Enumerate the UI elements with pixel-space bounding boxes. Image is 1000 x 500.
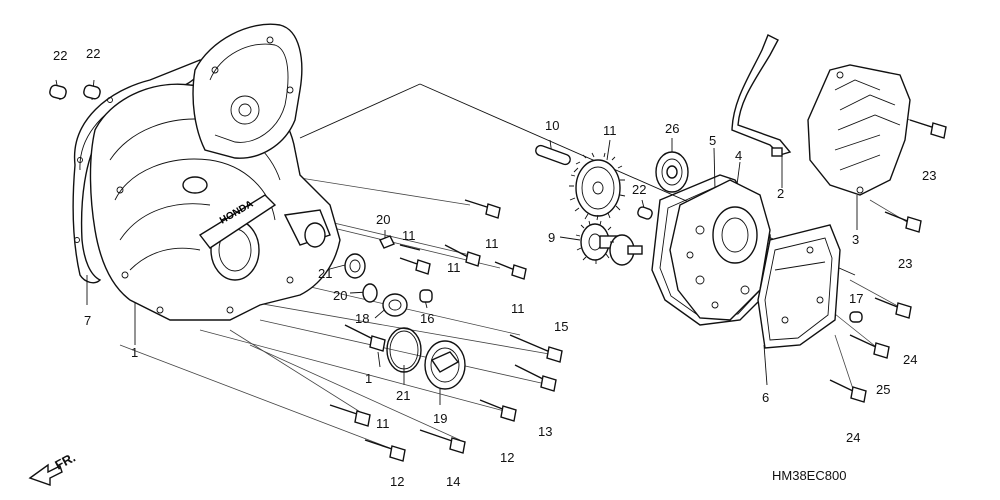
- callout-26: 26: [665, 121, 679, 136]
- callout-6: 6: [762, 390, 769, 405]
- bolts: [329, 119, 947, 462]
- callout-2: 2: [777, 186, 784, 201]
- callout-11: 11: [447, 260, 461, 275]
- clip-2: [731, 34, 792, 157]
- callout-12: 13: [538, 424, 552, 439]
- dowel-pins-22-left: [49, 84, 101, 100]
- callout-19: 21: [318, 266, 332, 281]
- callout-7: 7: [84, 313, 91, 328]
- callout-25: 25: [876, 382, 890, 397]
- gear-10: [569, 152, 626, 221]
- callout-11: 11: [376, 416, 390, 431]
- dowel-15: [849, 311, 863, 323]
- callout-8: 9: [548, 230, 555, 245]
- callout-11: 11: [511, 301, 525, 316]
- callout-22: 22: [86, 46, 100, 61]
- callout-12: 14: [446, 474, 460, 489]
- diagram-code: HM38EC800: [772, 468, 846, 483]
- callout-1: 1: [131, 345, 138, 360]
- cover-6: [757, 224, 841, 349]
- callout-20: 20: [333, 288, 347, 303]
- dowel-22-center: [637, 206, 653, 220]
- callout-10: 11: [603, 123, 617, 138]
- seals-and-washers: [344, 144, 571, 390]
- callout-24: 24: [903, 352, 917, 367]
- inner-cover-frame: [192, 23, 303, 159]
- callout-21: 21: [396, 388, 410, 403]
- callout-15: 17: [849, 291, 863, 306]
- callout-18: 20: [376, 212, 390, 227]
- callout-22: 22: [632, 182, 646, 197]
- callout-22: 22: [53, 48, 67, 63]
- housing-4: [669, 179, 771, 321]
- front-marker: FR.: [28, 450, 78, 486]
- callout-9: 10: [545, 118, 559, 133]
- callout-11: 11: [485, 236, 499, 251]
- callouts: 22 22 7 1 10 11 26 5 4 2 3 22 9 23 23 17…: [53, 46, 936, 489]
- callout-1b: 1: [365, 371, 372, 386]
- gear-8: [575, 220, 643, 266]
- callout-14: 16: [420, 311, 434, 326]
- callout-24: 24: [846, 430, 860, 445]
- callout-13: 15: [554, 319, 568, 334]
- callout-5: 5: [709, 133, 716, 148]
- callout-4: 4: [735, 148, 742, 163]
- callout-23: 23: [922, 168, 936, 183]
- callout-16: 18: [355, 311, 369, 326]
- callout-23: 23: [898, 256, 912, 271]
- callout-17: 19: [433, 411, 447, 426]
- callout-11: 12: [500, 450, 514, 465]
- callout-11: 12: [390, 474, 404, 489]
- bearing-26: [655, 151, 689, 193]
- callout-11: 11: [402, 228, 416, 243]
- sprocket-cover-3: [807, 64, 911, 196]
- callout-3: 3: [852, 232, 859, 247]
